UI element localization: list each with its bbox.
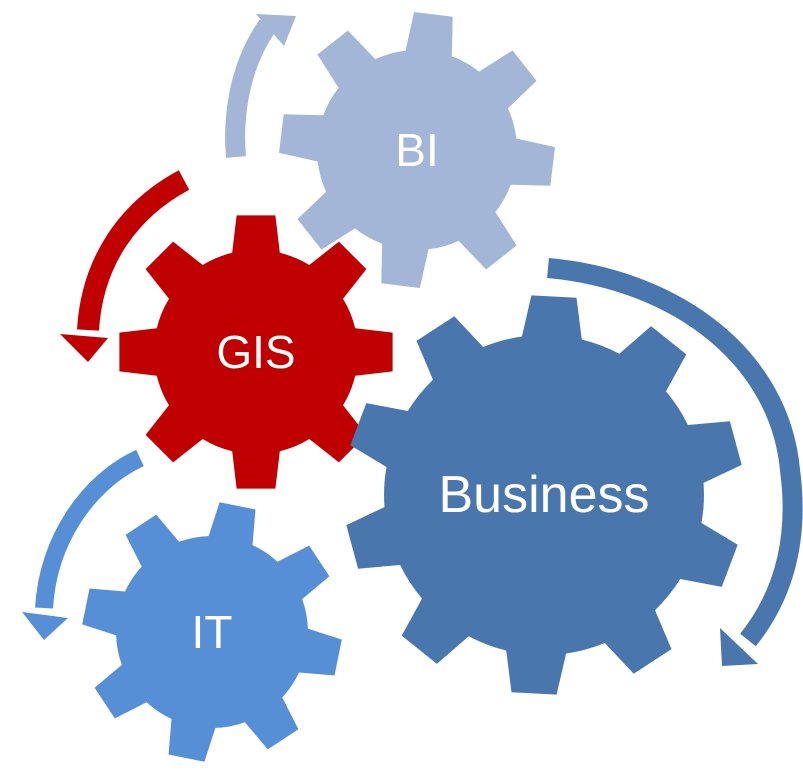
business-rotation-arrow [547,258,803,666]
bi-gear: BI [279,12,555,288]
it-rotation-arrow [22,449,144,640]
gis-gear: GIS [119,215,393,489]
bi-rotation-arrow [225,14,296,158]
gis-gear-label: GIS [216,326,295,378]
gis-rotation-arrow [60,170,190,362]
business-gear-label: Business [439,466,650,524]
it-gear: IT [82,502,342,762]
bi-gear-label: BI [395,124,438,176]
it-gear-label: IT [192,606,233,658]
business-gear: Business [346,295,742,695]
